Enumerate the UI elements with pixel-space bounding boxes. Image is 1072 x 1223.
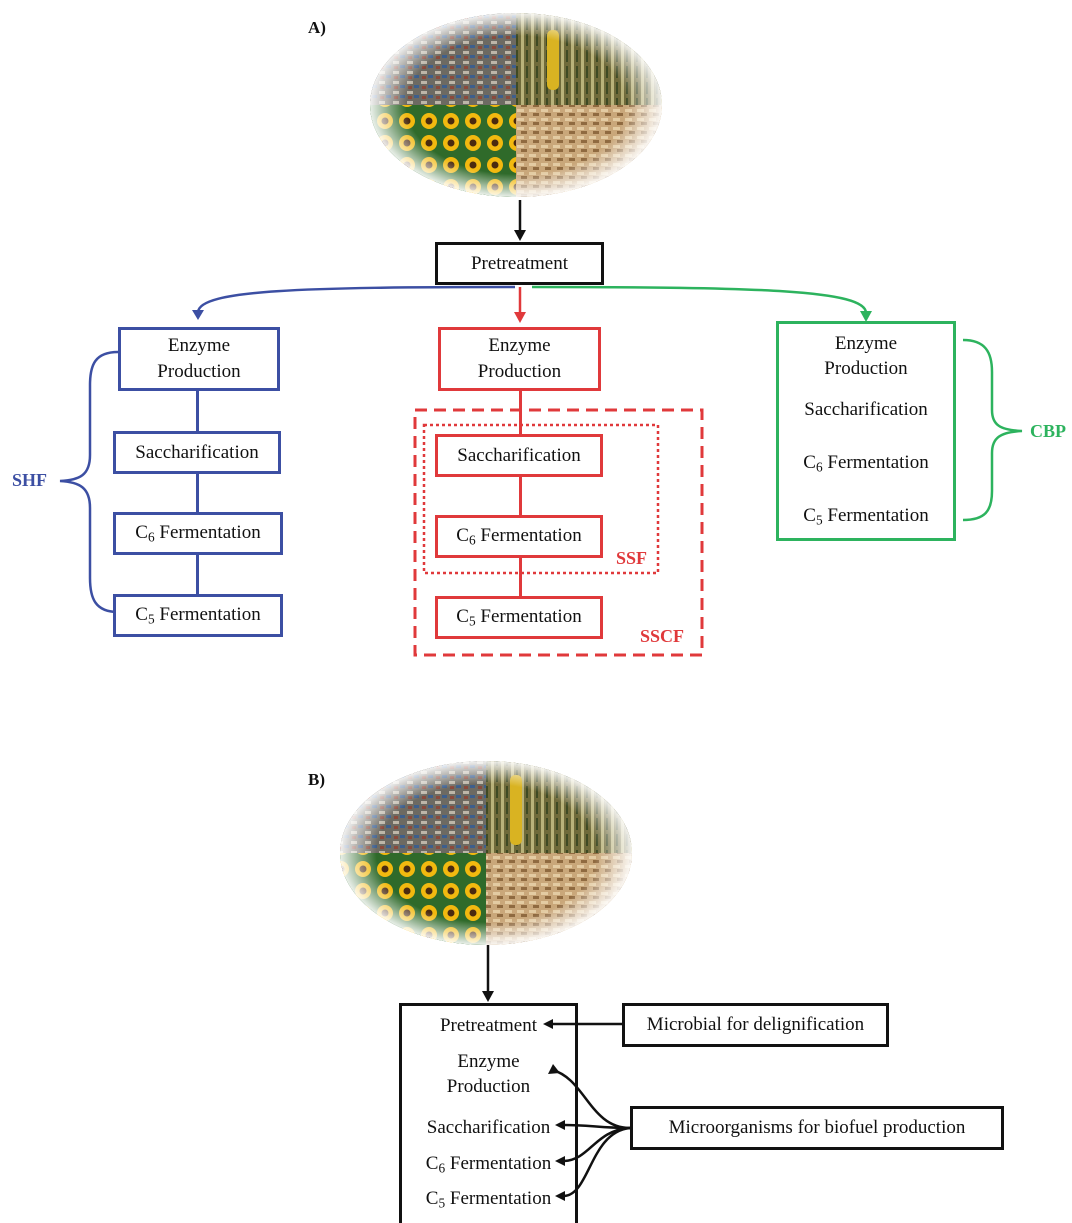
sscf-connector-3 <box>519 558 522 596</box>
shf-connector-1 <box>196 391 199 431</box>
sscf-c6-sub: 6 <box>468 532 476 548</box>
sscf-c5-suffix: Fermentation <box>475 606 582 628</box>
shf-enzyme-line1: Enzyme <box>167 335 231 357</box>
shf-connector-2 <box>196 474 199 512</box>
cbp-c5-prefix: C <box>803 505 816 526</box>
sscf-c5-fermentation-box: C5 Fermentation <box>435 596 603 639</box>
panel-b-c6-suffix: Fermentation <box>445 1153 552 1174</box>
sscf-c5-sub: 5 <box>468 613 476 629</box>
shf-c5-fermentation-box: C5 Fermentation <box>113 594 283 637</box>
shf-enzyme-line2: Production <box>157 361 241 382</box>
panel-b-c5-prefix: C <box>425 1188 439 1209</box>
sscf-c6-suffix: Fermentation <box>475 525 582 547</box>
panel-b-pretreatment-label: Pretreatment <box>439 1015 538 1036</box>
panel-b-c5-suffix: Fermentation <box>445 1188 552 1209</box>
cbp-c6-prefix: C <box>803 452 816 473</box>
sscf-c5-prefix: C <box>456 606 469 628</box>
sscf-connector-1 <box>519 391 522 434</box>
cbp-c5-sub: 5 <box>815 512 823 528</box>
panel-b-enzyme-line1: Enzyme <box>457 1051 520 1072</box>
curly-brace-icon-shf <box>59 350 119 614</box>
shf-c6-suffix: Fermentation <box>154 522 261 544</box>
arrow-down-icon-b <box>482 945 494 1002</box>
arrow-left-icon-biofuel <box>551 1068 631 1198</box>
cbp-group-label: CBP <box>1030 421 1066 441</box>
biomass-collage-image-b <box>340 761 632 945</box>
panel-b-c6-prefix: C <box>425 1153 439 1174</box>
ssf-dotted-box <box>422 423 660 575</box>
microbial-delignification-label: Microbial for delignification <box>646 1014 865 1036</box>
shf-branch-arrow <box>196 285 516 313</box>
cbp-c6-sub: 6 <box>815 459 823 475</box>
sscf-c6-fermentation-box: C6 Fermentation <box>435 515 603 558</box>
shf-saccharification-label: Saccharification <box>135 441 259 463</box>
sscf-c6-prefix: C <box>456 525 469 547</box>
arrow-left-icon-delignification <box>543 1019 622 1029</box>
cbp-enzyme-line2: Production <box>824 357 908 379</box>
sscf-saccharification-label: Saccharification <box>457 444 581 466</box>
cbp-branch-arrow <box>531 285 868 314</box>
shf-c6-fermentation-box: C6 Fermentation <box>113 512 283 555</box>
shf-c5-suffix: Fermentation <box>154 604 261 626</box>
shf-c6-sub: 6 <box>147 529 155 545</box>
microorganisms-biofuel-label: Microorganisms for biofuel production <box>668 1117 966 1139</box>
panel-b-enzyme-line2: Production <box>446 1075 531 1097</box>
shf-group-label: SHF <box>12 470 48 490</box>
arrow-down-icon <box>514 200 526 241</box>
shf-c5-sub: 5 <box>147 611 155 627</box>
panel-b-label: B) <box>308 770 325 789</box>
sscf-saccharification-box: Saccharification <box>435 434 603 477</box>
panel-b-c6-sub: 6 <box>438 1160 446 1176</box>
curly-brace-icon-cbp <box>962 338 1023 522</box>
shf-c6-prefix: C <box>135 522 148 544</box>
cbp-c6-suffix: Fermentation <box>822 452 929 473</box>
sscf-group-label: SSCF <box>640 626 685 646</box>
sscf-enzyme-line1: Enzyme <box>488 335 551 357</box>
panel-a-label: A) <box>308 18 326 37</box>
cbp-c5-suffix: Fermentation <box>822 505 929 526</box>
panel-b-c5-sub: 5 <box>438 1195 446 1211</box>
microorganisms-biofuel-box: Microorganisms for biofuel production <box>630 1106 1004 1150</box>
sscf-enzyme-line2: Production <box>477 361 562 382</box>
sscf-connector-2 <box>519 477 522 515</box>
cbp-saccharification-label: Saccharification <box>804 399 928 420</box>
shf-c5-prefix: C <box>135 604 148 626</box>
panel-b-saccharification-label: Saccharification <box>426 1117 551 1138</box>
cbp-enzyme-line1: Enzyme <box>834 333 898 354</box>
shf-connector-3 <box>196 555 199 594</box>
shf-saccharification-box: Saccharification <box>113 431 281 474</box>
sscf-dashed-box <box>413 408 704 657</box>
ssf-group-label: SSF <box>614 548 650 569</box>
pretreatment-box: Pretreatment <box>435 242 604 285</box>
microbial-delignification-box: Microbial for delignification <box>622 1003 889 1047</box>
pretreatment-label: Pretreatment <box>470 252 569 274</box>
